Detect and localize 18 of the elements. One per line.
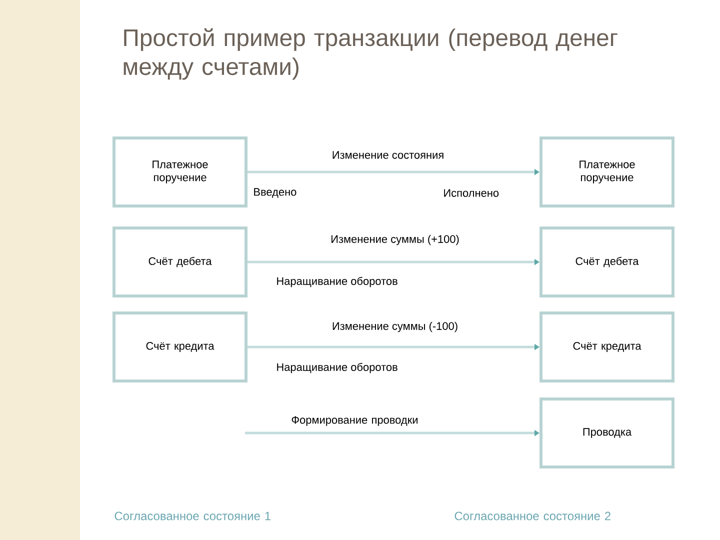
- footer-note: Согласованное состояние 2: [454, 512, 610, 520]
- footer-note: Согласованное состояние 1: [114, 512, 270, 520]
- title: Простой пример транзакции (перевод денег между счетами): [124, 28, 618, 80]
- edge-label: Изменение состояния: [332, 151, 444, 159]
- process-box: Счёт кредита: [112, 312, 248, 382]
- note-label: Исполнено: [444, 189, 499, 197]
- edge-label: Формирование проводки: [292, 416, 418, 426]
- edge-label: Изменение суммы (-100): [332, 322, 458, 332]
- process-box: Платежное поручение: [112, 136, 248, 208]
- process-box: Счёт кредита: [540, 312, 674, 382]
- note-label: Введено: [254, 188, 296, 198]
- edge-label: Изменение суммы (+100): [332, 234, 459, 246]
- process-box: Проводка: [540, 398, 674, 468]
- process-box: Счёт дебета: [112, 226, 248, 298]
- note-label: Наращивание оборотов: [277, 276, 398, 288]
- note-label: Наращивание оборотов: [277, 362, 398, 374]
- process-box: Платежное поручение: [540, 136, 674, 208]
- process-box: Счёт дебета: [540, 226, 674, 298]
